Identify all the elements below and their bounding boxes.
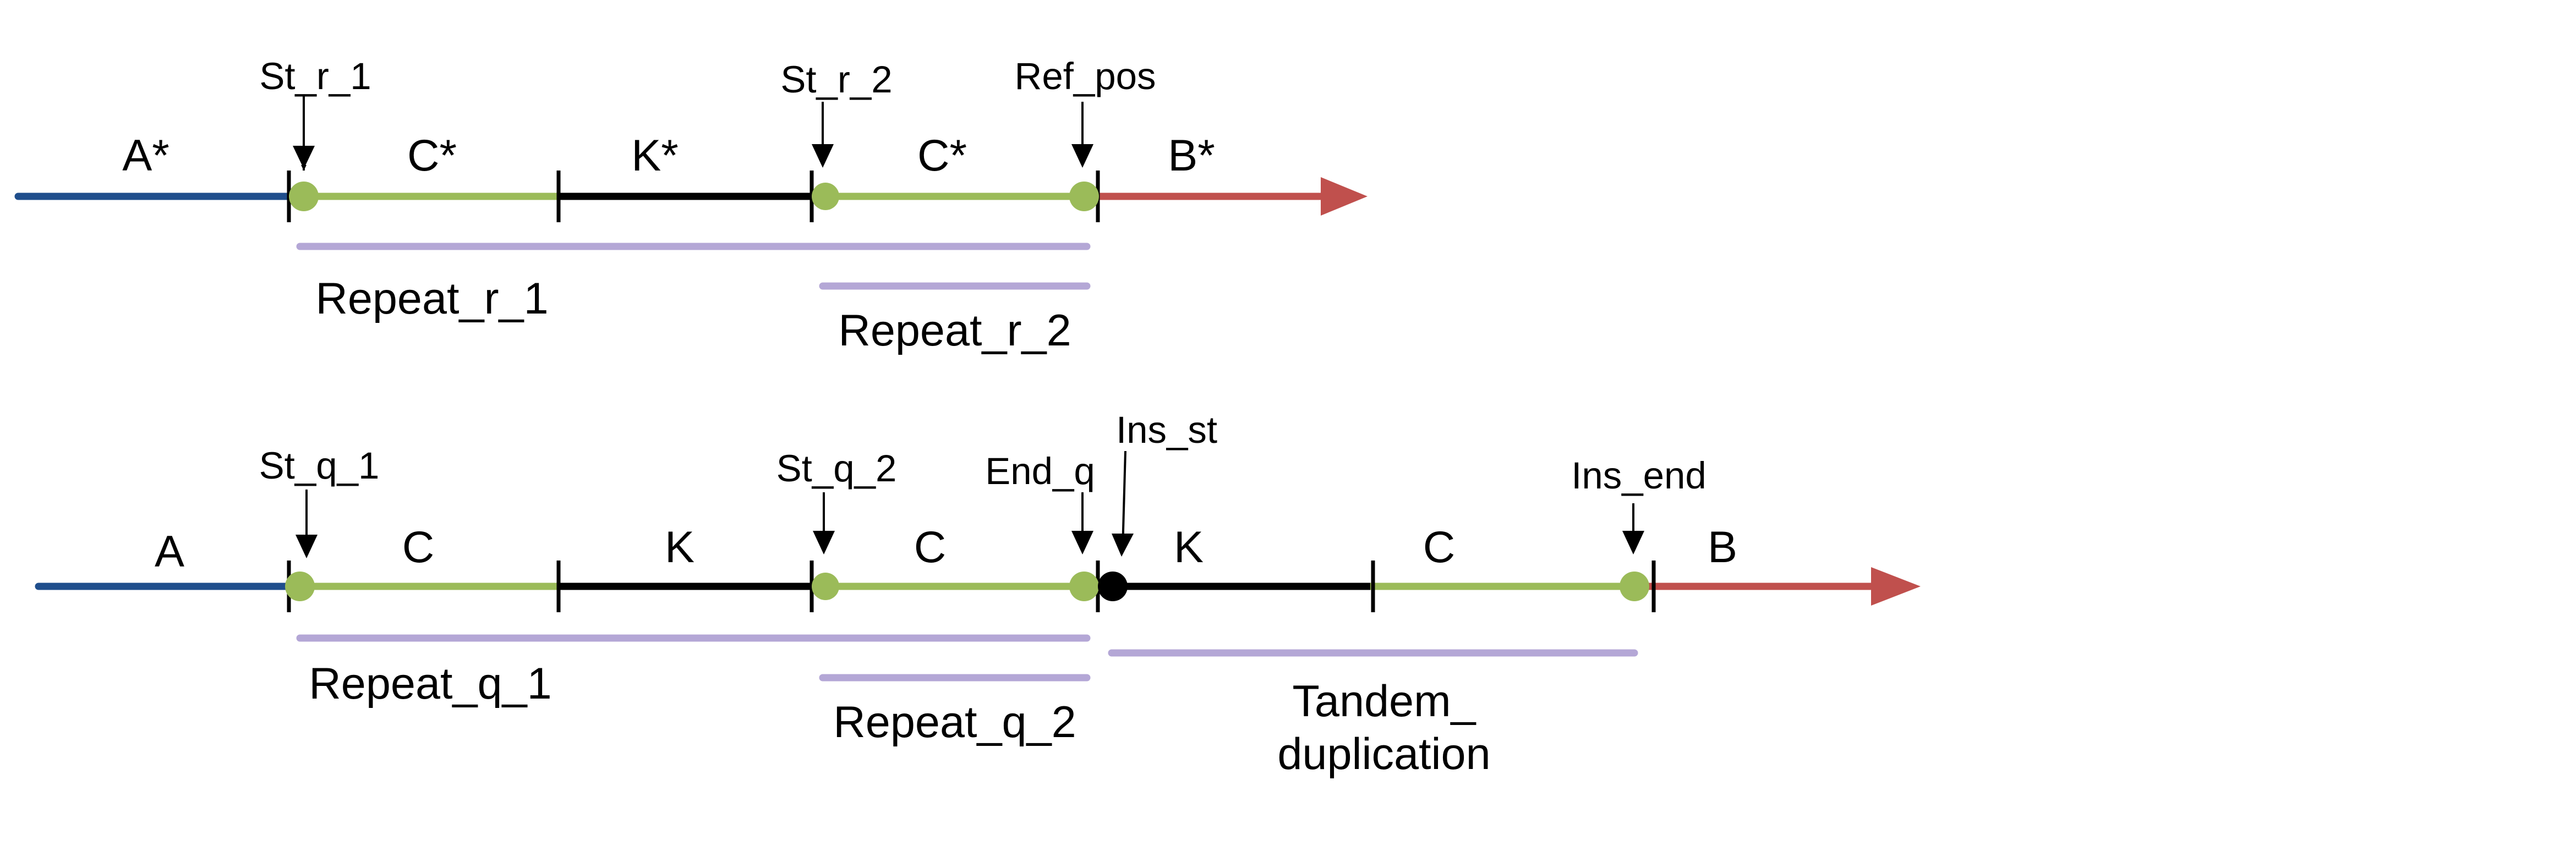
marker-label: Ins_end xyxy=(1571,454,1707,497)
ins-st-arrowhead xyxy=(1112,534,1134,557)
st-r-1-dot xyxy=(289,182,319,211)
segment-label: C xyxy=(402,523,435,572)
end-q-arrowhead xyxy=(1071,531,1093,554)
tandem-label-line2: duplication xyxy=(1277,729,1490,779)
ins-end-arrowhead xyxy=(1622,531,1644,554)
ref-pos-dot xyxy=(1069,182,1099,211)
st-q-1-dot xyxy=(285,572,315,601)
marker-label: End_q xyxy=(985,450,1095,492)
st-q-1-arrowhead xyxy=(296,535,318,558)
tandem-label-line1: Tandem_ xyxy=(1292,677,1476,726)
segment-label: C* xyxy=(407,131,457,180)
st-r-2-arrowhead xyxy=(812,144,834,168)
end-q-dot xyxy=(1069,572,1099,601)
query-row: A C K C K C B St_q_1 St_q_2 End_q Ins_st… xyxy=(35,409,1921,779)
ins-st-dot xyxy=(1098,572,1128,601)
marker-label: St_r_2 xyxy=(780,58,892,101)
segment-b-star-arrowhead xyxy=(1321,177,1368,216)
segment-label: A* xyxy=(122,131,169,180)
segment-b-arrowhead xyxy=(1871,567,1921,606)
st-q-2-dot xyxy=(812,573,839,600)
st-r-1-arrowhead xyxy=(293,146,315,169)
segment-label: C* xyxy=(917,131,967,180)
segment-label: K xyxy=(665,523,694,572)
ins-end-dot xyxy=(1620,572,1649,601)
marker-label: St_q_2 xyxy=(776,447,897,490)
repeat-label: Repeat_r_2 xyxy=(838,306,1071,355)
st-q-2-arrowhead xyxy=(813,531,835,554)
marker-label: St_r_1 xyxy=(259,55,371,97)
marker-label: Ref_pos xyxy=(1015,55,1156,97)
segment-label: B* xyxy=(1168,131,1215,180)
segment-label: K xyxy=(1174,523,1204,572)
segment-label: C xyxy=(1423,523,1456,572)
repeat-label: Repeat_q_2 xyxy=(833,697,1076,747)
marker-label: St_q_1 xyxy=(259,444,380,487)
segment-label: C xyxy=(914,523,947,572)
ref-pos-arrowhead xyxy=(1071,144,1093,168)
repeat-label: Repeat_q_1 xyxy=(309,659,551,708)
segment-label: A xyxy=(155,527,184,576)
reference-row: A* C* K* C* B* St_r_1 St_r_2 Ref_pos Rep… xyxy=(14,55,1368,355)
st-r-2-dot xyxy=(812,183,839,210)
segment-label: B xyxy=(1708,523,1737,572)
marker-label: Ins_st xyxy=(1116,409,1217,451)
segment-label: K* xyxy=(631,131,679,180)
repeat-label: Repeat_r_1 xyxy=(315,274,548,323)
